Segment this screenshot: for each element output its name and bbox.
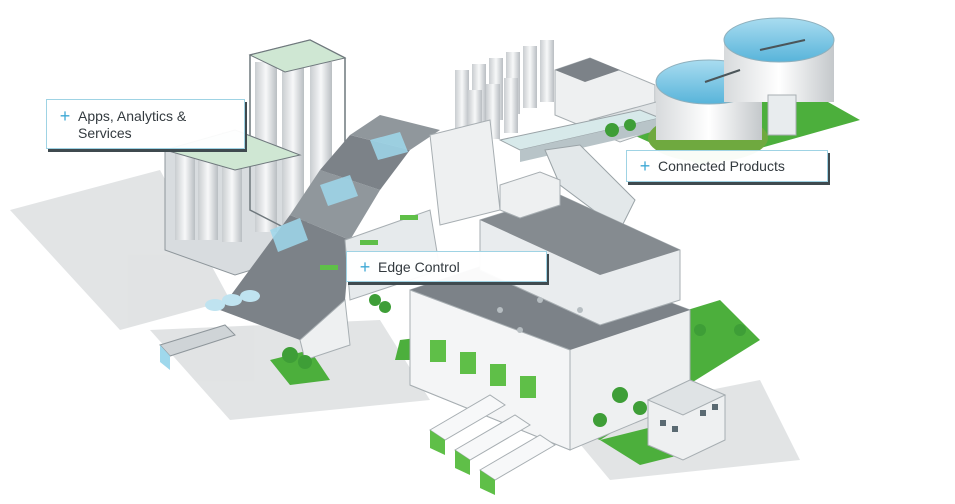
connected-products-hotspot[interactable]: + Connected Products [626, 150, 828, 182]
edge-control-hotspot[interactable]: + Edge Control [346, 251, 547, 282]
trees [282, 119, 746, 427]
delivery-trucks [159, 290, 556, 495]
plus-icon: + [359, 257, 371, 277]
hotspot-label: Apps, Analytics & Services [78, 108, 187, 141]
apps-analytics-services-hotspot[interactable]: + Apps, Analytics & Services [46, 99, 245, 149]
hotspot-label: Edge Control [378, 259, 460, 275]
hotspot-label: Connected Products [658, 158, 785, 174]
small-office [646, 379, 727, 461]
tall-silos-center [455, 40, 554, 145]
plus-icon: + [59, 106, 71, 126]
water-tanks [648, 17, 835, 162]
plus-icon: + [639, 156, 651, 176]
